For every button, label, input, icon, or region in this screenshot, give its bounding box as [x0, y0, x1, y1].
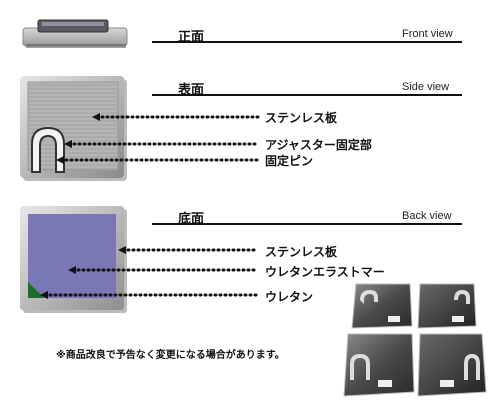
- disclaimer-note: ※商品改良で予告なく変更になる場合があります。: [56, 350, 285, 361]
- back-label-elastomer: ウレタンエラストマー: [265, 265, 385, 279]
- back-view-underline: [152, 223, 462, 225]
- arrowhead: [118, 246, 126, 254]
- arrowhead: [68, 266, 76, 274]
- arrowhead: [64, 140, 72, 148]
- side-label-stainless: ステンレス板: [265, 111, 338, 125]
- side-label-pin: 固定ピン: [265, 154, 314, 168]
- side-label-adjuster: アジャスター固定部: [265, 138, 372, 152]
- arrowhead: [40, 291, 48, 299]
- front-view-figure: [22, 18, 130, 52]
- back-view-english: Back view: [402, 210, 452, 222]
- product-photo: [342, 280, 490, 406]
- front-view-english: Front view: [402, 28, 453, 40]
- back-view-figure: [20, 206, 132, 316]
- back-label-urethane: ウレタン: [265, 290, 314, 304]
- arrowhead: [92, 113, 100, 121]
- side-view-underline: [152, 94, 462, 96]
- side-view-figure: [20, 76, 132, 184]
- arrowhead: [56, 156, 64, 164]
- front-view-underline: [152, 41, 462, 43]
- back-label-stainless: ステンレス板: [265, 245, 338, 259]
- side-view-english: Side view: [402, 81, 450, 93]
